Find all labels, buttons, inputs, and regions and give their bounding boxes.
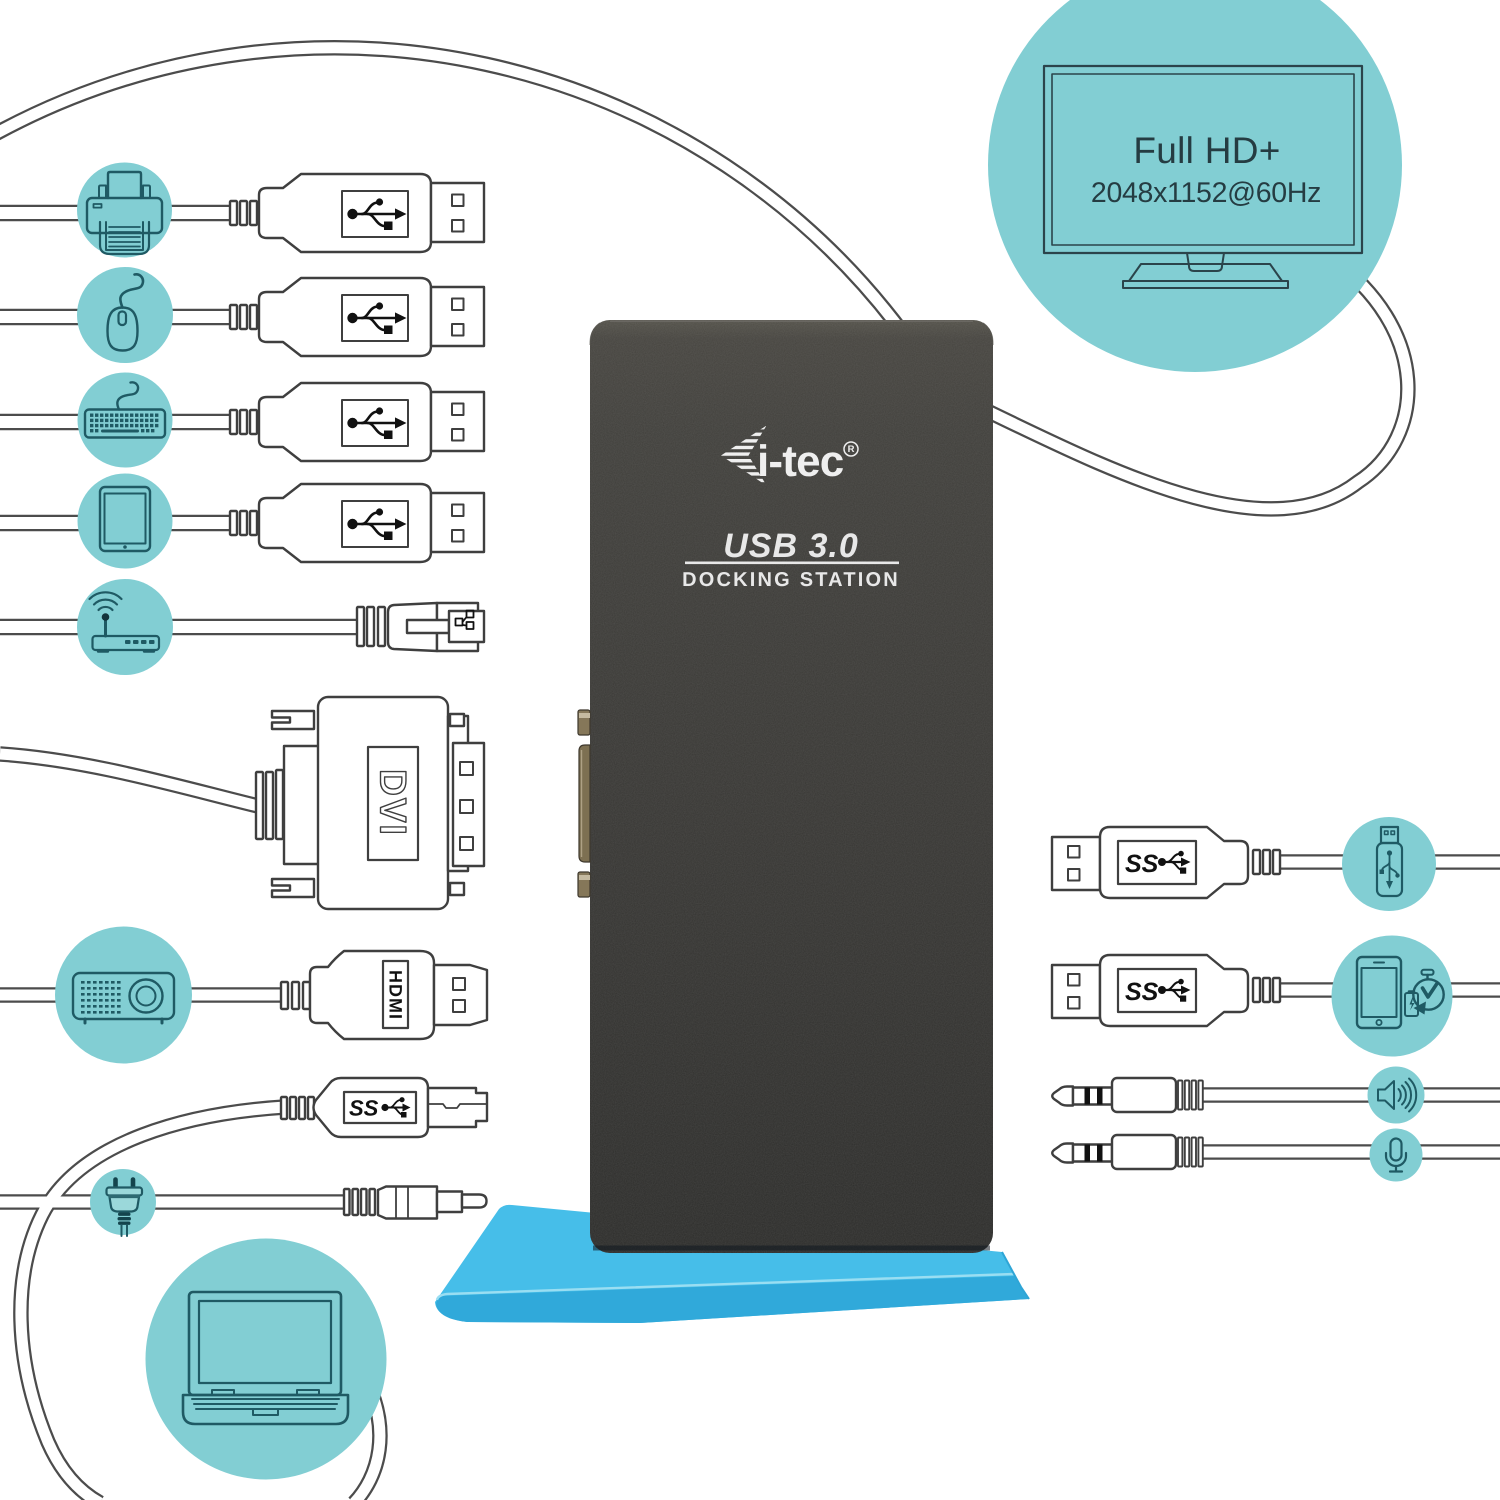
- svg-text:HDMI: HDMI: [386, 970, 406, 1020]
- svg-text:R: R: [848, 444, 855, 455]
- svg-text:Full HD+: Full HD+: [1133, 130, 1280, 171]
- svg-text:DVI: DVI: [373, 769, 414, 837]
- svg-text:2048x1152@60Hz: 2048x1152@60Hz: [1091, 177, 1321, 209]
- svg-text:SS: SS: [1125, 850, 1159, 878]
- svg-text:USB 3.0: USB 3.0: [723, 527, 859, 565]
- svg-text:i-tec: i-tec: [757, 437, 844, 486]
- svg-text:SS: SS: [349, 1096, 379, 1121]
- svg-text:DOCKING STATION: DOCKING STATION: [682, 569, 900, 591]
